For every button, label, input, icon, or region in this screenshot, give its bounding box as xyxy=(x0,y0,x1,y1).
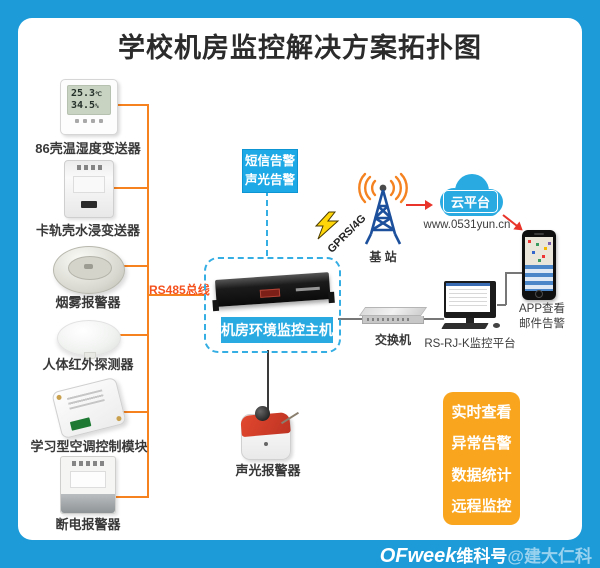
power-failure-alarm-icon xyxy=(60,456,116,514)
monitor-platform-label: RS-RJ-K监控平台 xyxy=(424,338,516,350)
app-line2: 邮件告警 xyxy=(519,318,565,330)
ac-control-module xyxy=(51,376,127,440)
siren-horn xyxy=(255,406,270,421)
lcd-temp-unit: ℃ xyxy=(95,91,102,98)
feature-remote-monitoring: 远程监控 xyxy=(451,497,512,515)
host-label: 机房环境监控主机 xyxy=(221,317,333,343)
sensor-label-temp-humidity: 86壳温湿度变送器 xyxy=(35,141,141,156)
feature-abnormal-alert: 异常告警 xyxy=(451,435,512,453)
sensor-label-power-failure: 断电报警器 xyxy=(55,517,121,532)
watermark: OFweek维科号@建大仁科 xyxy=(380,542,592,568)
lcd-humidity-unit: % xyxy=(95,103,99,110)
monitor-to-phone-line xyxy=(505,272,507,305)
sms-alert-label: 短信告警 xyxy=(244,154,295,168)
host-dashed-frame xyxy=(204,257,341,353)
rack-logo xyxy=(295,286,320,292)
ac-control-module-icon xyxy=(51,376,127,440)
phone-map-screen xyxy=(525,237,553,291)
monitor-to-phone-line xyxy=(505,272,524,274)
bus-stub-line xyxy=(114,496,147,498)
switch-label: 交换机 xyxy=(374,333,411,347)
pir-motion-icon xyxy=(57,320,121,359)
base-station-icon xyxy=(358,172,408,245)
power-failure-alarm xyxy=(60,456,116,514)
switch-to-monitor-line xyxy=(424,318,444,320)
bus-stub-line xyxy=(122,265,147,267)
siren-icon xyxy=(240,406,300,460)
water-leak-sensor xyxy=(64,160,114,218)
station-to-cloud-arrow xyxy=(406,199,433,210)
bus-stub-line xyxy=(122,411,147,413)
temp-humidity-sensor-icon: 25.3℃ 34.5% xyxy=(60,79,118,135)
bus-stub-line xyxy=(114,187,147,189)
water-leak-sensor-icon xyxy=(64,160,114,218)
mouse-icon xyxy=(493,323,500,328)
app-line1: APP查看 xyxy=(518,303,565,315)
lcd-temp-value: 25.3 xyxy=(71,88,96,99)
siren-label: 声光报警器 xyxy=(235,463,301,478)
cloud-url: www.0531yun.cn xyxy=(423,219,511,231)
network-switch-icon xyxy=(358,307,428,324)
watermark-channel: 维科号 xyxy=(456,547,508,566)
sensor-label-pir: 人体红外探测器 xyxy=(42,357,134,372)
keyboard-icon xyxy=(441,323,489,329)
host-to-siren-line xyxy=(267,350,269,412)
smartphone-icon xyxy=(522,230,556,300)
alert-methods-box: 短信告警 声光告警 xyxy=(242,149,298,193)
sound-light-alert-label: 声光告警 xyxy=(244,173,295,187)
device-buttons xyxy=(61,119,117,123)
host-to-switch-line xyxy=(338,318,362,320)
smoke-alarm-icon xyxy=(53,246,125,294)
rack-mount-ear xyxy=(212,299,220,312)
lcd-humidity-value: 34.5 xyxy=(71,100,96,111)
monitor-icon xyxy=(444,281,496,318)
bus-stub-line xyxy=(118,334,147,336)
bus-stub-line xyxy=(118,104,147,106)
lightning-icon xyxy=(314,211,340,240)
monitoring-workstation xyxy=(444,281,496,327)
rack-mount-ear xyxy=(328,291,335,304)
cloud-platform-label: 云平台 xyxy=(443,190,499,213)
sound-light-siren xyxy=(240,406,300,460)
feature-realtime-view: 实时查看 xyxy=(451,404,512,422)
page-title: 学校机房监控解决方案拓扑图 xyxy=(118,33,482,63)
watermark-handle: @建大仁科 xyxy=(507,547,592,566)
monitor-to-phone-line xyxy=(497,304,506,306)
lcd-display: 25.3℃ 34.5% xyxy=(67,85,111,115)
temp-humidity-sensor: 25.3℃ 34.5% xyxy=(60,79,118,135)
app-view-label: APP查看 邮件告警 xyxy=(510,302,574,332)
watermark-brand: OFweek xyxy=(379,545,457,567)
sensor-label-smoke: 烟雾报警器 xyxy=(55,295,121,310)
sensor-label-water-leak: 卡轨壳水浸变送器 xyxy=(35,223,140,238)
rs485-bus-label: RS485总线 xyxy=(149,283,210,297)
rs485-bus-line xyxy=(147,104,149,498)
feature-list: 实时查看 异常告警 数据统计 远程监控 xyxy=(443,392,520,525)
base-station-label: 基 站 xyxy=(369,250,397,264)
sensor-label-ac-module: 学习型空调控制模块 xyxy=(30,439,148,454)
pir-motion-sensor xyxy=(57,320,121,359)
phone-home-button xyxy=(535,290,543,298)
feature-data-statistics: 数据统计 xyxy=(451,466,512,484)
alarm-dashed-line xyxy=(266,190,268,256)
smoke-alarm-sensor xyxy=(53,246,125,294)
bus-to-host-line xyxy=(147,294,204,296)
rack-led-display xyxy=(259,288,281,298)
